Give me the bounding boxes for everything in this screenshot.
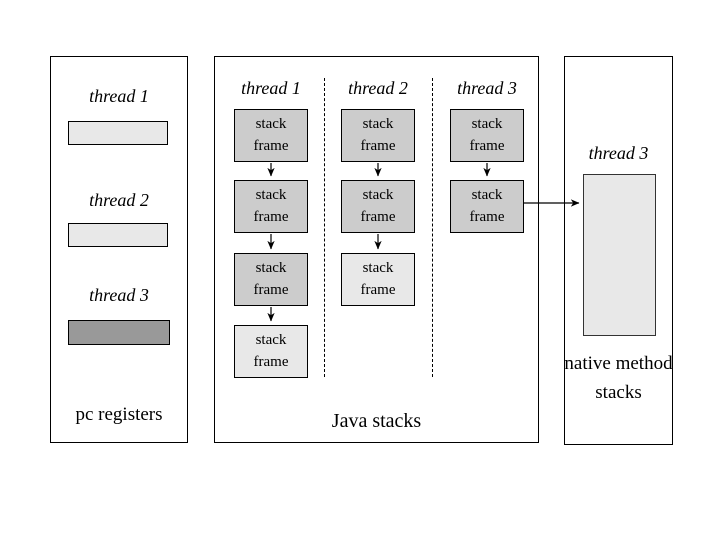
column-divider-1 <box>324 78 325 377</box>
native-stack-thread-3 <box>583 174 656 336</box>
stack-thread-2-header: thread 2 <box>348 78 408 98</box>
stack-frame-label: stack frame <box>253 331 289 370</box>
stack-frame-label: stack frame <box>360 259 396 298</box>
stack-frame: stack frame <box>341 180 415 233</box>
pc-thread-3-label: thread 3 <box>89 285 149 305</box>
stack-frame: stack frame <box>234 253 308 306</box>
stack-frame: stack frame <box>450 180 524 233</box>
java-stacks-caption: Java stacks <box>331 410 422 432</box>
stack-frame-label: stack frame <box>360 115 396 154</box>
stack-frame-label: stack frame <box>469 115 505 154</box>
stack-frame: stack frame <box>234 325 308 378</box>
stack-frame-label: stack frame <box>360 186 396 225</box>
pc-register-thread-3 <box>68 320 170 345</box>
pc-registers-panel <box>50 56 188 443</box>
stack-frame: stack frame <box>341 109 415 162</box>
stack-thread-3-header: thread 3 <box>457 78 517 98</box>
pc-registers-caption: pc registers <box>75 404 163 425</box>
stack-frame: stack frame <box>341 253 415 306</box>
pc-register-thread-2 <box>68 223 168 247</box>
stack-frame: stack frame <box>450 109 524 162</box>
stack-frame: stack frame <box>234 109 308 162</box>
pc-thread-1-label: thread 1 <box>89 86 149 106</box>
stack-frame-label: stack frame <box>253 259 289 298</box>
native-thread-3-label: thread 3 <box>588 143 649 163</box>
pc-thread-2-label: thread 2 <box>89 190 149 210</box>
column-divider-2 <box>432 78 433 377</box>
stack-thread-1-header: thread 1 <box>241 78 301 98</box>
stack-frame-label: stack frame <box>253 186 289 225</box>
stack-frame: stack frame <box>234 180 308 233</box>
native-method-stacks-caption: native method stacks <box>564 353 673 403</box>
stack-frame-label: stack frame <box>253 115 289 154</box>
pc-register-thread-1 <box>68 121 168 145</box>
stack-frame-label: stack frame <box>469 186 505 225</box>
